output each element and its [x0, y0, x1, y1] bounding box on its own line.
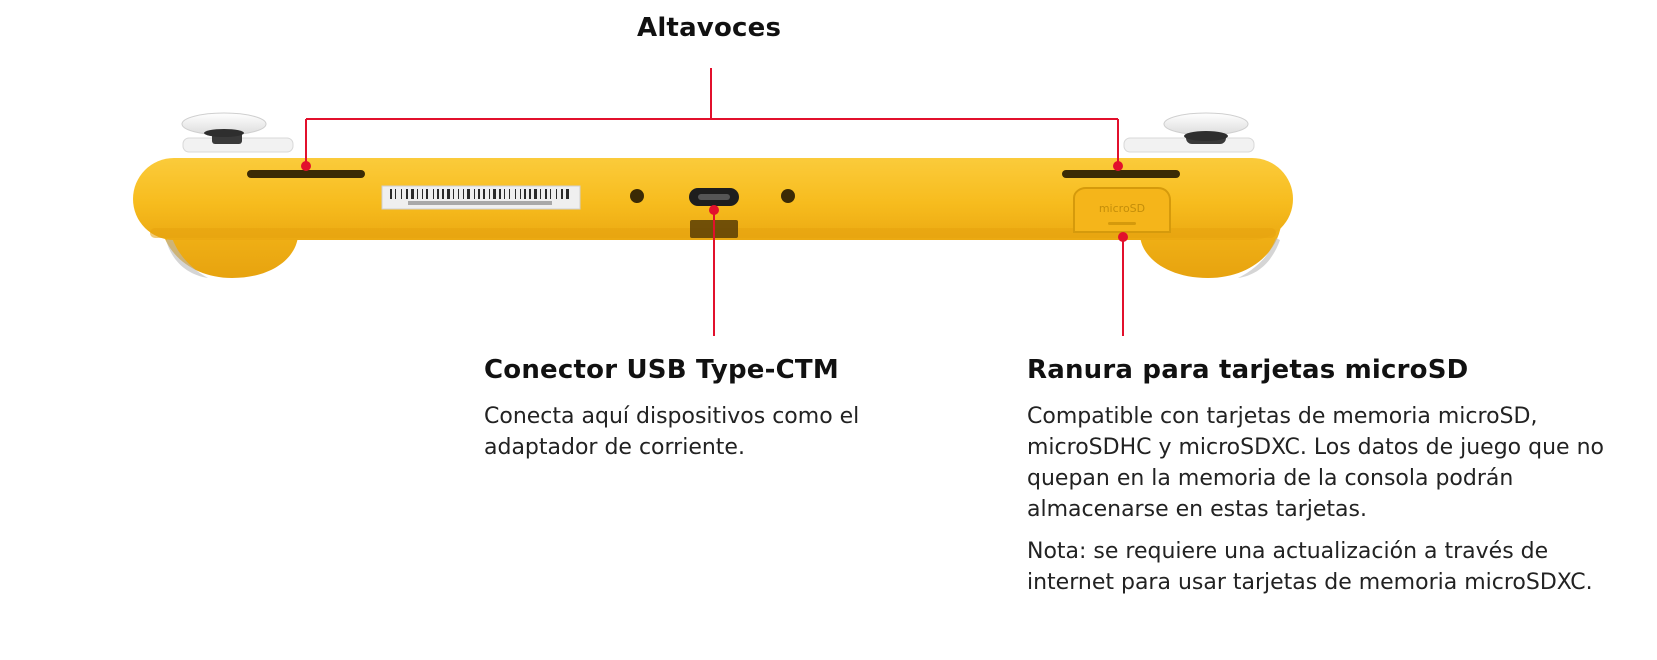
microsd-cover-marking: microSD: [1099, 202, 1145, 215]
right-shoulder-buttons: [1123, 112, 1255, 153]
microsd-marker: [1118, 232, 1128, 242]
barcode-stripe: [561, 189, 563, 199]
barcode-stripe: [467, 189, 470, 199]
barcode-stripe: [447, 189, 450, 199]
barcode-stripe: [483, 189, 485, 199]
barcode-stripe: [437, 189, 439, 199]
right-speaker-marker: [1113, 161, 1123, 171]
barcode-stripe: [458, 189, 459, 199]
speakers-leader-line: [305, 68, 1119, 166]
barcode-stripe: [390, 189, 392, 199]
left-grip-shadow: [166, 238, 208, 278]
microsd-slot-title: Ranura para tarjetas microSD: [1027, 355, 1469, 385]
barcode-stripe: [524, 189, 526, 199]
microsd-slot-description: Compatible con tarjetas de memoria micro…: [1027, 401, 1637, 598]
left-speaker-grille: [247, 170, 365, 178]
barcode-stripe: [463, 189, 464, 199]
barcode-stripe: [520, 189, 521, 199]
barcode-stripe: [453, 189, 454, 199]
right-speaker-grille: [1062, 170, 1180, 178]
barcode-stripe: [515, 189, 516, 199]
barcode-stripe: [493, 189, 496, 199]
usb-connector-title: Conector USB Type-CTM: [484, 355, 839, 385]
usb-connector-description-text: Conecta aquí dispositivos como el adapta…: [484, 404, 860, 460]
barcode-stripe: [489, 189, 490, 199]
barcode-stripe: [545, 189, 547, 199]
barcode-stripe: [556, 189, 557, 199]
right-thumbstick: [1184, 131, 1228, 141]
microsd-slot-cover: microSD: [1073, 187, 1171, 233]
barcode-stripe: [566, 189, 569, 199]
barcode-stripe: [499, 189, 501, 199]
barcode-stripe: [474, 189, 475, 199]
barcode-stripe: [442, 189, 444, 199]
barcode-stripe: [395, 189, 396, 199]
right-mount-hole: [781, 189, 795, 203]
speakers-label: Altavoces: [637, 13, 782, 43]
barcode-stripe: [401, 189, 402, 199]
usb-marker: [709, 205, 719, 215]
barcode-stripe: [534, 189, 537, 199]
barcode-stripe: [417, 189, 418, 199]
right-grip-shadow: [1238, 238, 1280, 278]
usb-c-port: [689, 188, 739, 206]
left-speaker-marker: [301, 161, 311, 171]
barcode-stripe: [422, 189, 423, 199]
microsd-slot-description-text: Compatible con tarjetas de memoria micro…: [1027, 404, 1604, 522]
barcode-stripe: [406, 189, 408, 199]
barcode-stripe: [433, 189, 434, 199]
barcode-stripe: [411, 189, 414, 199]
usb-connector-description: Conecta aquí dispositivos como el adapta…: [484, 401, 939, 463]
left-mount-hole: [630, 189, 644, 203]
barcode-stripe: [540, 189, 541, 199]
microsd-slot-note: Nota: se requiere una actualización a tr…: [1027, 539, 1593, 595]
barcode-stripe: [509, 189, 510, 199]
left-shoulder-buttons: [181, 112, 294, 153]
barcode-stripe: [426, 189, 428, 199]
barcode-stripe: [504, 189, 505, 199]
barcode-stripe: [529, 189, 531, 199]
left-thumbstick: [204, 129, 244, 137]
barcode-stripe: [550, 189, 551, 199]
barcode-label: [381, 185, 581, 210]
barcode-stripe: [478, 189, 480, 199]
